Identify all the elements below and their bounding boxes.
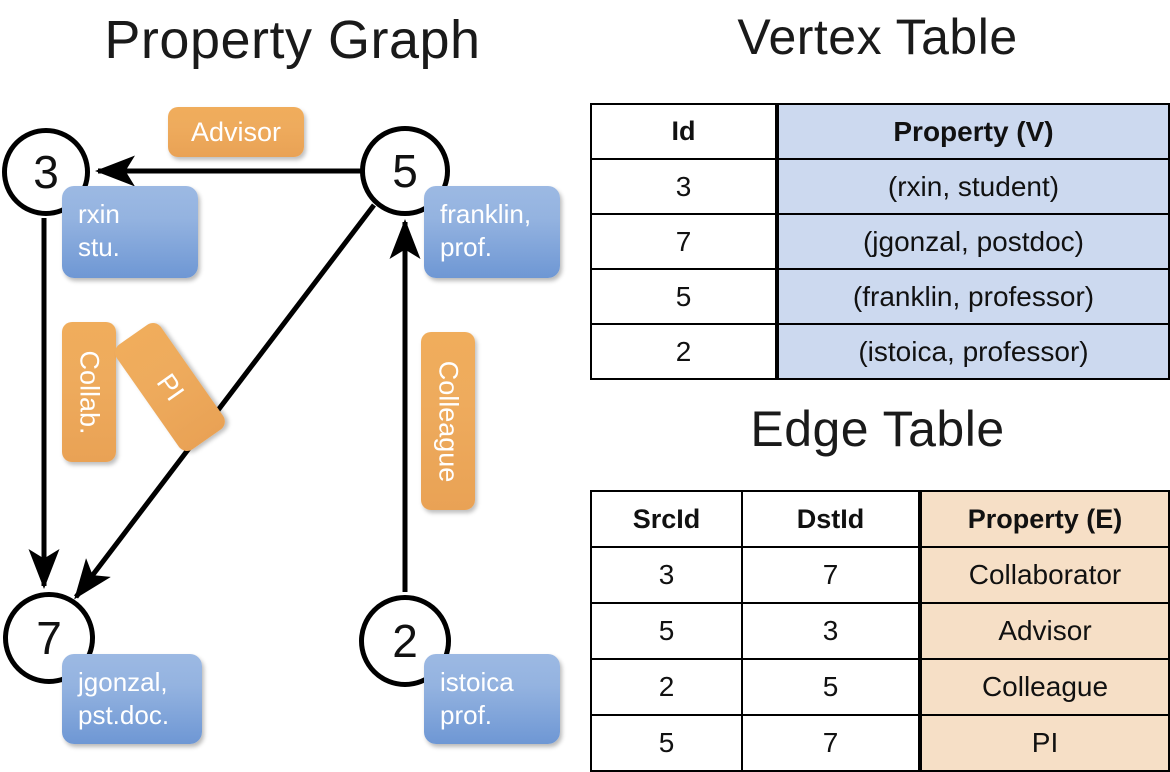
vertex-property-line2: prof. bbox=[440, 232, 493, 262]
cell-property: PI bbox=[918, 714, 1170, 772]
graph-edge-arrows bbox=[28, 155, 421, 600]
edge-arrow-5-to-7 bbox=[74, 203, 376, 600]
vertex-property-line2: pst.doc. bbox=[78, 700, 170, 730]
cell-srcid: 3 bbox=[590, 546, 743, 604]
cell-property: (rxin, student) bbox=[775, 158, 1170, 215]
column-header-srcid: SrcId bbox=[590, 490, 743, 548]
vertex-property-line1: rxin bbox=[78, 199, 120, 229]
page-title-vertex-table: Vertex Table bbox=[737, 9, 1018, 65]
property-graph-diagram: 3 5 7 2 rxin stu. franklin, prof. jgonza… bbox=[0, 0, 585, 760]
cell-dstid: 5 bbox=[741, 658, 921, 716]
vertex-5-label: 5 bbox=[392, 145, 418, 197]
graph-vertex-5[interactable]: 5 bbox=[360, 126, 450, 216]
vertex-3-label: 3 bbox=[33, 146, 59, 198]
vertex-property-box-5[interactable]: franklin, prof. bbox=[424, 186, 560, 278]
column-header-property: Property (V) bbox=[775, 103, 1170, 160]
vertex-property-line1: franklin, bbox=[440, 199, 532, 229]
table-row[interactable]: 2 (istoica, professor) bbox=[590, 323, 1170, 380]
vertex-property-box-2[interactable]: istoica prof. bbox=[424, 654, 560, 744]
cell-property: Colleague bbox=[918, 658, 1170, 716]
edge-label-colleague: Colleague bbox=[433, 360, 464, 482]
page-title-property-graph: Property Graph bbox=[104, 10, 481, 70]
vertex-property-line2: prof. bbox=[440, 700, 493, 730]
vertex-2-label: 2 bbox=[392, 615, 418, 667]
cell-id: 5 bbox=[590, 268, 778, 325]
cell-id: 3 bbox=[590, 158, 778, 215]
table-row[interactable]: 5 7 PI bbox=[590, 714, 1170, 772]
table-row[interactable]: 7 (jgonzal, postdoc) bbox=[590, 213, 1170, 270]
cell-dstid: 3 bbox=[741, 602, 921, 660]
edge-label-advisor: Advisor bbox=[190, 116, 282, 147]
cell-property: (franklin, professor) bbox=[775, 268, 1170, 325]
cell-property: Advisor bbox=[918, 602, 1170, 660]
cell-srcid: 2 bbox=[590, 658, 743, 716]
cell-id: 7 bbox=[590, 213, 778, 270]
cell-srcid: 5 bbox=[590, 714, 743, 772]
table-row[interactable]: 2 5 Colleague bbox=[590, 658, 1170, 716]
cell-srcid: 5 bbox=[590, 602, 743, 660]
cell-dstid: 7 bbox=[741, 546, 921, 604]
cell-property: (istoica, professor) bbox=[775, 323, 1170, 380]
vertex-property-box-7[interactable]: jgonzal, pst.doc. bbox=[62, 654, 202, 744]
vertex-table: Id Property (V) 3 (rxin, student) 7 (jgo… bbox=[590, 103, 1170, 380]
table-header-row: SrcId DstId Property (E) bbox=[590, 490, 1170, 548]
vertex-property-line1: jgonzal, bbox=[78, 667, 168, 697]
vertex-property-line1: istoica bbox=[440, 667, 514, 697]
edge-label-box-colleague[interactable]: Colleague bbox=[421, 332, 475, 510]
page-title-edge-table: Edge Table bbox=[750, 401, 1005, 457]
vertex-7-label: 7 bbox=[36, 612, 62, 664]
vertex-property-box-3[interactable]: rxin stu. bbox=[62, 186, 198, 278]
cell-property: Collaborator bbox=[918, 546, 1170, 604]
vertex-property-line2: stu. bbox=[78, 232, 120, 262]
table-row[interactable]: 3 7 Collaborator bbox=[590, 546, 1170, 604]
table-row[interactable]: 3 (rxin, student) bbox=[590, 158, 1170, 215]
cell-property: (jgonzal, postdoc) bbox=[775, 213, 1170, 270]
column-header-id: Id bbox=[590, 103, 778, 160]
column-header-property: Property (E) bbox=[918, 490, 1170, 548]
edge-table: SrcId DstId Property (E) 3 7 Collaborato… bbox=[590, 490, 1170, 772]
column-header-dstid: DstId bbox=[741, 490, 921, 548]
edge-label-box-advisor[interactable]: Advisor bbox=[168, 107, 304, 157]
table-row[interactable]: 5 (franklin, professor) bbox=[590, 268, 1170, 325]
cell-id: 2 bbox=[590, 323, 778, 380]
graph-vertex-2[interactable]: 2 bbox=[359, 595, 451, 687]
cell-dstid: 7 bbox=[741, 714, 921, 772]
edge-label-collab: Collab. bbox=[74, 349, 105, 435]
edge-label-pi: PI bbox=[150, 367, 191, 406]
edge-label-box-collab[interactable]: Collab. bbox=[62, 322, 116, 462]
table-row[interactable]: 5 3 Advisor bbox=[590, 602, 1170, 660]
table-header-row: Id Property (V) bbox=[590, 103, 1170, 160]
